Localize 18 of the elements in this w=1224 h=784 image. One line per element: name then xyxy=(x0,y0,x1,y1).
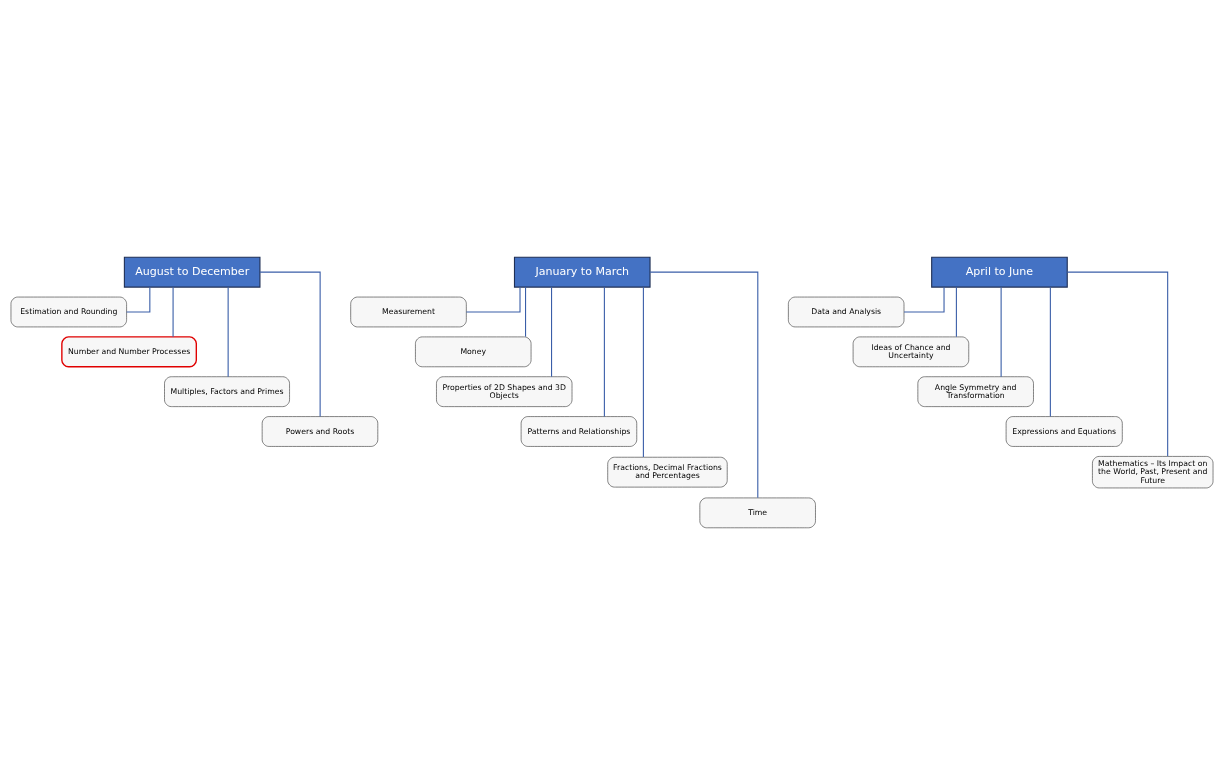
connector xyxy=(1000,286,1002,377)
node-box: August to December xyxy=(123,256,261,288)
connector xyxy=(1066,271,1169,457)
node-box: April to June xyxy=(931,256,1068,288)
connector xyxy=(1049,286,1051,417)
connector xyxy=(903,286,945,313)
connector xyxy=(172,286,174,337)
connector xyxy=(259,271,321,417)
connector xyxy=(465,286,521,313)
connector xyxy=(642,286,644,458)
node-box: January to March xyxy=(513,256,651,288)
connector xyxy=(551,286,553,377)
connector xyxy=(649,271,759,498)
connector xyxy=(603,286,605,417)
connector xyxy=(525,286,527,337)
connector xyxy=(955,286,957,337)
connector xyxy=(227,286,229,377)
connector xyxy=(126,286,151,313)
